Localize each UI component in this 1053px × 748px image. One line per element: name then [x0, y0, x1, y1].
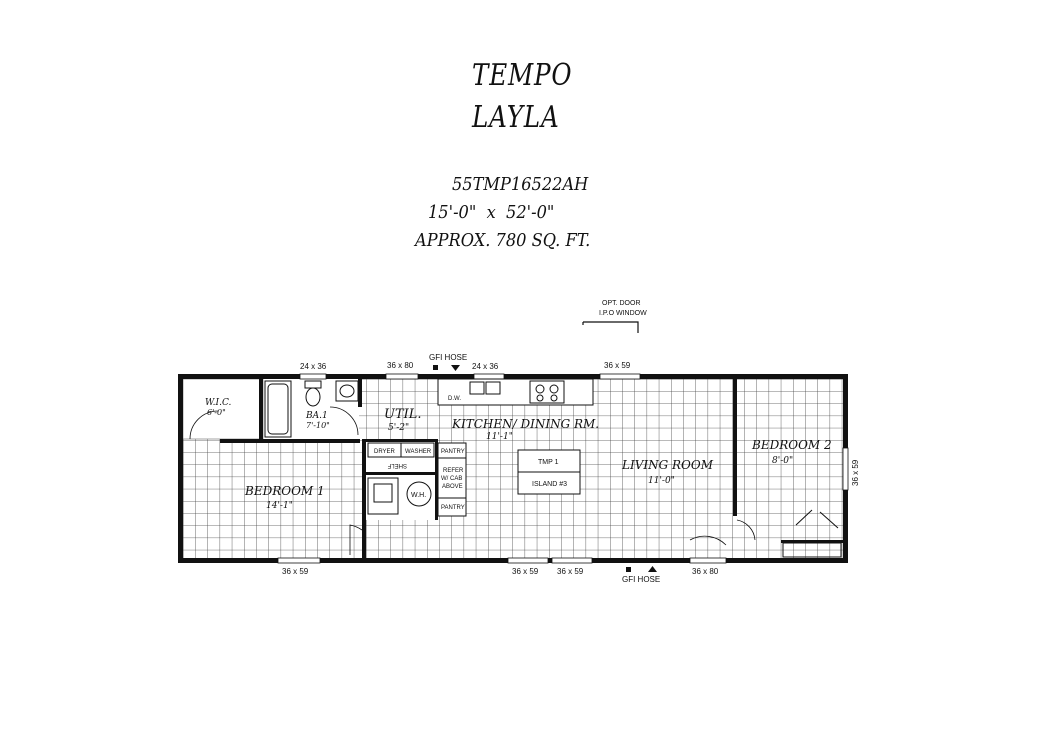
label-opt-door-window: I.P.O WINDOW: [599, 310, 647, 317]
bedroom1-door-swing: [349, 524, 363, 555]
label-bottom-window-living2: 36 x 59: [557, 567, 584, 576]
model-code: 55TMP16522AH: [452, 174, 589, 195]
model-name: LAYLA: [472, 100, 560, 135]
hose-bib-icon: [648, 566, 657, 572]
room-util-name: UTIL.: [384, 407, 422, 422]
wic-door-swing: [189, 410, 219, 440]
room-kitchen-size: 11'-1": [486, 432, 513, 442]
label-island-bottom: ISLAND #3: [532, 481, 567, 488]
gfi-outlet-icon: [626, 567, 631, 572]
label-dryer: DRYER: [374, 449, 396, 455]
room-bedroom1-name: BEDROOM 1: [244, 484, 325, 498]
label-bottom-gfi: GFI HOSE: [622, 575, 660, 584]
opt-door-marker: [582, 321, 639, 333]
room-bath-name: BA.1: [305, 411, 328, 421]
gfi-outlet-icon: [433, 365, 438, 370]
label-top-window-bath: 24 x 36: [300, 362, 327, 371]
label-refer-above: ABOVE: [442, 484, 463, 490]
label-top-window-living: 36 x 59: [604, 361, 631, 370]
bath-door-swing: [329, 406, 359, 436]
label-right-window: 36 x 59: [851, 459, 860, 486]
label-refer-cab: W/ CAB: [441, 476, 462, 482]
bedroom2-door-swing: [736, 519, 756, 541]
label-shelf: SHELF: [387, 462, 407, 468]
home-area: APPROX. 780 SQ. FT.: [415, 230, 591, 251]
label-bottom-window-bed1: 36 x 59: [282, 567, 309, 576]
room-util-size: 5'-2": [388, 423, 409, 433]
room-wic-name: W.I.C.: [205, 398, 232, 408]
room-kitchen-name: KITCHEN/ DINING RM.: [451, 417, 599, 431]
room-bedroom2-size: 8'-0": [772, 456, 793, 466]
room-bedroom1-size: 14'-1": [266, 501, 293, 511]
hose-bib-icon: [451, 365, 460, 371]
title-block: TEMPO LAYLA 55TMP16522AH 15'-0" x 52'-0"…: [0, 0, 1053, 260]
label-bottom-window-living1: 36 x 59: [512, 567, 539, 576]
label-opt-door: OPT. DOOR: [602, 300, 641, 307]
wall-openings: [277, 373, 849, 564]
bathtub: [264, 380, 292, 438]
label-pantry-bottom: PANTRY: [441, 505, 465, 511]
label-top-door: 36 x 80: [387, 361, 414, 370]
label-pantry-top: PANTRY: [441, 449, 465, 455]
entry-door-swing: [689, 535, 727, 546]
label-water-heater: W.H.: [411, 492, 426, 499]
room-wic-size: 6'-0": [207, 408, 226, 417]
label-washer: WASHER: [405, 449, 432, 455]
bath-sink-icon: [335, 380, 359, 402]
label-top-window-kitchen: 24 x 36: [472, 362, 499, 371]
room-bath-size: 7'-10": [306, 421, 330, 430]
series-name: TEMPO: [472, 58, 573, 93]
room-bedroom2-name: BEDROOM 2: [751, 438, 832, 452]
room-living-size: 11'-0": [648, 476, 675, 486]
bath-floor: [263, 379, 359, 439]
interior-walls: [220, 379, 843, 559]
kitchen-counter: [437, 378, 594, 406]
label-refer: REFER: [443, 468, 464, 474]
kitchen-island: [517, 449, 581, 495]
label-bottom-door: 36 x 80: [692, 567, 719, 576]
wic-floor: [183, 379, 263, 439]
label-dishwasher: D.W.: [448, 396, 461, 402]
label-top-gfi: GFI HOSE: [429, 353, 467, 362]
home-dimensions: 15'-0" x 52'-0": [428, 202, 555, 223]
label-island-top: TMP 1: [538, 459, 559, 466]
bedroom2-closet: [782, 509, 842, 558]
room-living-name: LIVING ROOM: [621, 458, 714, 472]
toilet-icon: [304, 380, 322, 407]
laundry-fixtures: [367, 442, 467, 517]
